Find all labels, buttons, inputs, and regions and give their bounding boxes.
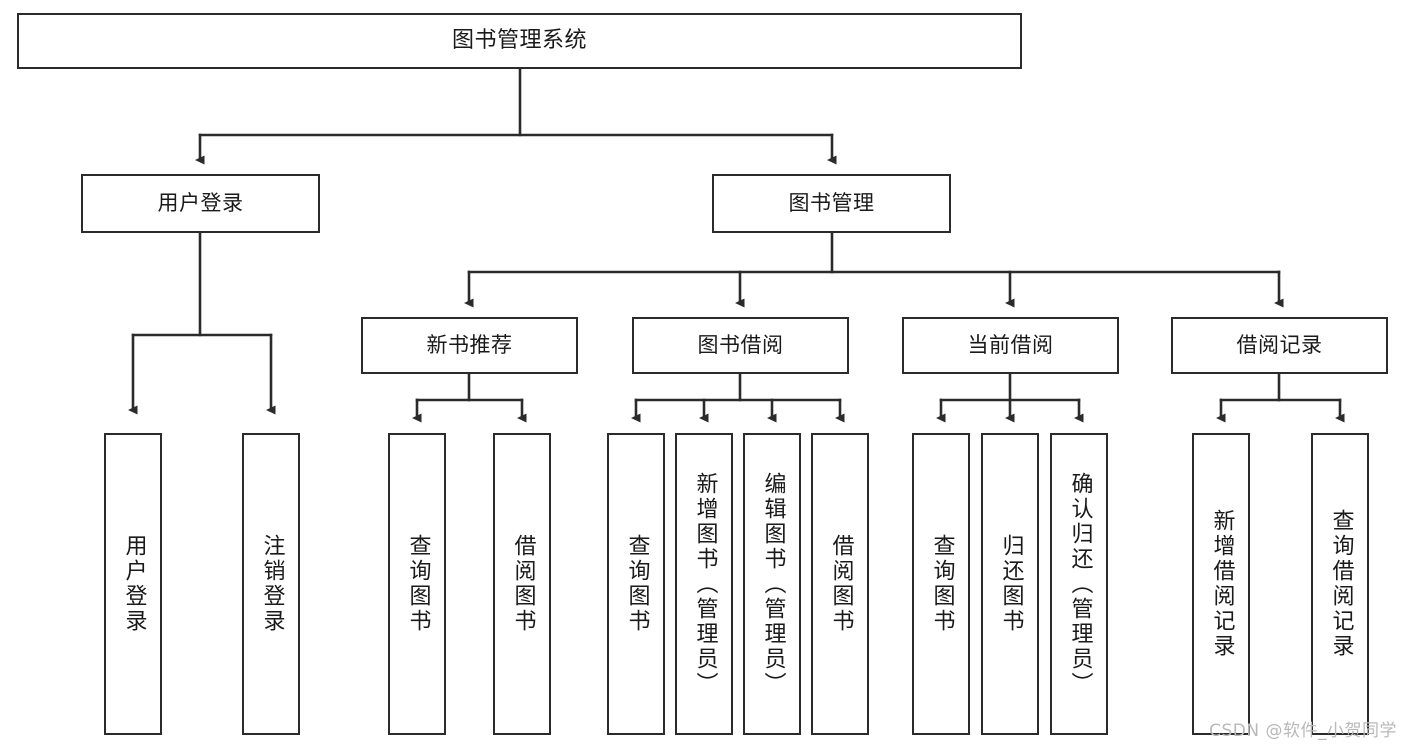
node-leaf-logout-label: 注销登录 bbox=[259, 534, 285, 634]
node-leaf-query-record[interactable]: 查询借阅记录 bbox=[1311, 433, 1369, 735]
node-root-label: 图书管理系统 bbox=[451, 28, 587, 54]
node-leaf-borrow-book-2-label: 借阅图书 bbox=[828, 534, 854, 634]
node-leaf-query-book-2-label: 查询图书 bbox=[624, 534, 650, 634]
node-book-borrow-label: 图书借阅 bbox=[697, 333, 784, 358]
node-leaf-return-book[interactable]: 归还图书 bbox=[981, 433, 1039, 735]
node-leaf-confirm-return[interactable]: 确认归还（管理员） bbox=[1050, 433, 1108, 735]
node-leaf-edit-book-label: 编辑图书（管理员） bbox=[760, 471, 786, 697]
node-leaf-return-book-label: 归还图书 bbox=[998, 534, 1024, 634]
node-leaf-edit-book[interactable]: 编辑图书（管理员） bbox=[743, 433, 801, 735]
csdn-watermark: CSDN @软件_小贺同学 bbox=[1209, 721, 1397, 741]
node-leaf-borrow-book-2[interactable]: 借阅图书 bbox=[811, 433, 869, 735]
node-leaf-query-book-3[interactable]: 查询图书 bbox=[912, 433, 970, 735]
node-leaf-add-book-label: 新增图书（管理员） bbox=[692, 471, 718, 697]
node-borrow-record-label: 借阅记录 bbox=[1236, 333, 1323, 358]
node-leaf-query-book-2[interactable]: 查询图书 bbox=[607, 433, 665, 735]
node-new-book-recommend[interactable]: 新书推荐 bbox=[361, 317, 578, 374]
node-leaf-add-book[interactable]: 新增图书（管理员） bbox=[675, 433, 733, 735]
node-leaf-user-login-label: 用户登录 bbox=[121, 534, 147, 634]
node-current-borrow[interactable]: 当前借阅 bbox=[902, 317, 1119, 374]
node-leaf-add-record[interactable]: 新增借阅记录 bbox=[1192, 433, 1250, 735]
node-leaf-borrow-book-1-label: 借阅图书 bbox=[510, 534, 536, 634]
node-leaf-query-book-1[interactable]: 查询图书 bbox=[388, 433, 446, 735]
node-leaf-user-login[interactable]: 用户登录 bbox=[104, 433, 162, 735]
node-book-borrow[interactable]: 图书借阅 bbox=[632, 317, 849, 374]
node-leaf-confirm-return-label: 确认归还（管理员） bbox=[1067, 471, 1093, 697]
node-leaf-query-book-1-label: 查询图书 bbox=[405, 534, 431, 634]
node-user-login[interactable]: 用户登录 bbox=[81, 174, 320, 233]
node-leaf-borrow-book-1[interactable]: 借阅图书 bbox=[493, 433, 551, 735]
node-current-borrow-label: 当前借阅 bbox=[967, 333, 1054, 358]
node-book-manage-label: 图书管理 bbox=[788, 191, 875, 216]
node-root[interactable]: 图书管理系统 bbox=[17, 13, 1022, 69]
node-book-manage[interactable]: 图书管理 bbox=[712, 174, 951, 233]
node-leaf-add-record-label: 新增借阅记录 bbox=[1209, 509, 1235, 659]
node-leaf-logout[interactable]: 注销登录 bbox=[242, 433, 300, 735]
node-borrow-record[interactable]: 借阅记录 bbox=[1171, 317, 1388, 374]
node-leaf-query-record-label: 查询借阅记录 bbox=[1328, 509, 1354, 659]
node-leaf-query-book-3-label: 查询图书 bbox=[929, 534, 955, 634]
node-new-book-recommend-label: 新书推荐 bbox=[426, 333, 513, 358]
node-user-login-label: 用户登录 bbox=[157, 191, 244, 216]
